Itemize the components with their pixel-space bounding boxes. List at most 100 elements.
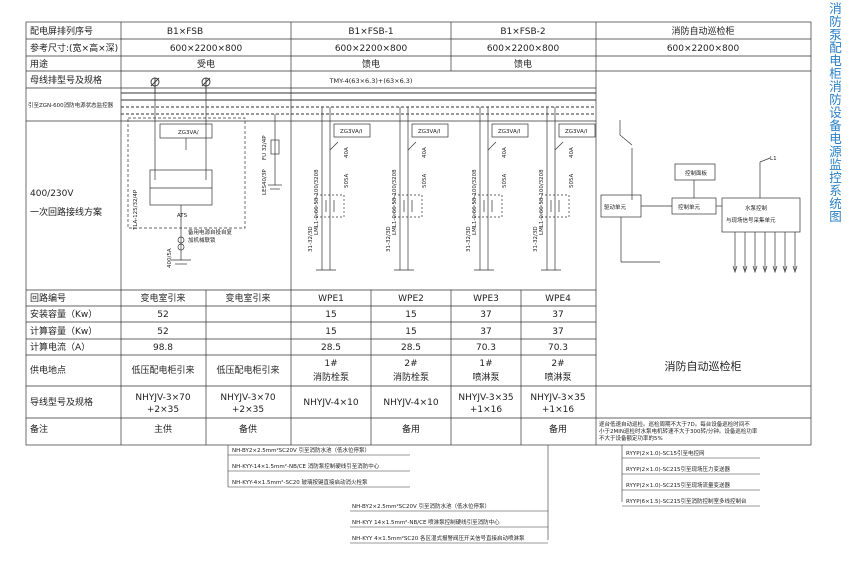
signal-arrow-head — [742, 265, 748, 274]
use-label: 用途 — [30, 58, 48, 70]
feeder-ct505: 505A — [344, 174, 350, 188]
supply-num: 1# — [324, 359, 337, 369]
wire-a: NHYJV-4×10 — [383, 398, 439, 408]
table-texts: 回路编号安装容量（Kw）计算容量（Kw）计算电流（A）供电地点导线型号及规格备注… — [30, 292, 758, 442]
loop-first: 变电室引来 — [225, 292, 270, 304]
row-label-1: 安装容量（Kw） — [30, 308, 97, 320]
calc-val: 15 — [325, 327, 336, 337]
feeder-contactor: 31-32/3D — [466, 226, 472, 252]
feeder-ct40: 40A — [502, 147, 508, 158]
fuse-group — [268, 114, 282, 190]
pump-ctrl2: 与现场信号采集单元 — [726, 216, 776, 224]
panel-label: 控制面板 — [685, 169, 708, 177]
monitor-note: 引至ZGN-600消防电源状态监控器 — [28, 101, 114, 109]
loop-id: WPE1 — [318, 294, 344, 304]
size-3: 600×2200×800 — [487, 44, 560, 54]
signal-arrow-head — [772, 265, 778, 274]
feeder-zg-label: ZG3VA/I — [565, 129, 588, 135]
wire-b: +1×16 — [470, 405, 503, 415]
signal-arrow-head — [732, 265, 738, 274]
feeder-breaker: LML1-0.66 58-100/3208 — [472, 169, 478, 235]
signal-arrow-head — [792, 265, 798, 274]
supply-num: 2# — [404, 359, 417, 369]
row-label-2: 计算容量（Kw） — [30, 325, 97, 337]
fire-pump-system-diagram: 配电屏排列序号 B1×FSB B1×FSB-1 B1×FSB-2 消防自动巡检柜… — [25, 21, 812, 544]
supply-name: 消防栓泵 — [393, 371, 429, 383]
row-label-0: 回路编号 — [30, 292, 66, 304]
fu-label: FU 32/4P — [262, 135, 268, 160]
feeder-contactor: 31-32/3D — [533, 226, 539, 252]
note-mid: NH-KYY 4×1.5mm²SC20 各区湿式报警阀压开关信号直接启动喷淋泵 — [352, 534, 525, 542]
calc-val: 37 — [480, 327, 491, 337]
loop-id: WPE3 — [473, 294, 499, 304]
feeder-ct40: 40A — [422, 147, 428, 158]
patrol-note: 不大于设备额定功率的5% — [599, 434, 663, 442]
tla-label: TLA-125/32/4P — [133, 189, 139, 231]
current-first: 98.8 — [153, 343, 173, 353]
install-val: 15 — [405, 310, 416, 320]
current-val: 70.3 — [548, 343, 568, 353]
voltage-label: 400/230V — [30, 189, 74, 199]
supply-name: 喷淋泵 — [544, 371, 571, 383]
col-patrol: 消防自动巡检柜 — [671, 25, 734, 37]
ats-zg-label: ZG3VA/ — [178, 130, 199, 136]
side-title: 消防泵配电柜消防设备电源监控系统图 — [827, 2, 842, 223]
note-right: RYYP(2×1.0)-SC215引至现场压力变送器 — [626, 465, 730, 473]
size-label: 参考尺寸:(宽×高×深) — [30, 42, 118, 54]
size-2: 600×2200×800 — [335, 44, 408, 54]
supply-name: 消防栓泵 — [313, 371, 349, 383]
feeder-ct40: 40A — [569, 147, 575, 158]
col-fsb: B1×FSB — [167, 27, 203, 37]
feeder-ct40: 40A — [344, 147, 350, 158]
use-2: 馈电 — [362, 58, 380, 70]
scheme-label: 一次回路接线方案 — [30, 206, 102, 218]
feeder-circuits: ZG3VA/I LML1-0.66 58-100/3208 40A 505A 31-32… — [308, 107, 596, 271]
feeder-ct505: 505A — [502, 174, 508, 188]
row-label: 配电屏排列序号 — [30, 25, 93, 37]
row-label-4: 供电地点 — [30, 364, 66, 376]
feeder-1 — [315, 107, 371, 271]
feeder-ct505: 505A — [422, 174, 428, 188]
ats-note2: 加机械联锁 — [188, 236, 216, 244]
wire-a: NHYJV-3×35 — [530, 393, 585, 403]
feeder-ct505: 505A — [569, 174, 575, 188]
ats-label: ATS — [177, 213, 188, 219]
wire-first-a: NHYJV-3×70 — [135, 393, 191, 403]
feeder-breaker: LML1-0.66 58-100/3208 — [314, 169, 320, 235]
note-right: RYYP(2×1.0)-SC215引至现场流量变送器 — [626, 481, 730, 489]
signal-arrow-head — [752, 265, 758, 274]
header-texts: 配电屏排列序号 B1×FSB B1×FSB-1 B1×FSB-2 消防自动巡检柜… — [28, 25, 739, 218]
use-3: 馈电 — [514, 58, 532, 70]
ct-label: 400/5A — [167, 248, 173, 268]
busbar-spec: TMY-4(63×6.3)+(63×6.3) — [329, 77, 413, 85]
wire-first-b: +2×35 — [147, 405, 179, 415]
feeder-breaker: LML1-0.66 58-100/3208 — [392, 169, 398, 235]
l1-label: L1 — [770, 156, 777, 162]
supply-num: 1# — [479, 359, 492, 369]
remark: 主供 — [154, 423, 172, 435]
current-val: 28.5 — [401, 343, 421, 353]
note-left: NH-KYY-4×1.5mm²-SC20 玻璃按键直接启动消火栓泵 — [232, 478, 368, 486]
supply-num: 2# — [551, 359, 564, 369]
ctrl-label: 控制单元 — [678, 203, 701, 211]
feeder-zg-label: ZG3VA/I — [340, 129, 363, 135]
calc-first: 52 — [157, 327, 168, 337]
note-mid: NH-BY2×2.5mm²SC20V 引至消防水池（低水位停泵） — [352, 502, 490, 510]
current-val: 70.3 — [476, 343, 496, 353]
signal-arrow-head — [782, 265, 788, 274]
busbar-label: 母线排型号及规格 — [30, 74, 102, 86]
patrol-cabinet — [600, 120, 801, 274]
row-label-3: 计算电流（A） — [30, 341, 90, 353]
ats-panel — [127, 93, 246, 265]
feeder-2 — [393, 107, 449, 271]
size-4: 600×2200×800 — [667, 44, 740, 54]
row-label-6: 备注 — [30, 423, 48, 435]
notes-lines — [227, 445, 760, 544]
current-val: 28.5 — [321, 343, 341, 353]
supply-first: 低压配电柜引来 — [216, 364, 279, 376]
patrol-note: 小于2MIN巡检时水泵电机转速不大于300转/分钟。设备巡检功率 — [599, 427, 758, 435]
feeder-zg-label: ZG3VA/I — [498, 129, 521, 135]
note-left: NH-BY2×2.5mm²SC20V 引至消防水池（低水位停泵） — [232, 446, 370, 454]
calc-val: 15 — [405, 327, 416, 337]
feeder-breaker: LML1-0.66 58-100/3208 — [539, 169, 545, 235]
